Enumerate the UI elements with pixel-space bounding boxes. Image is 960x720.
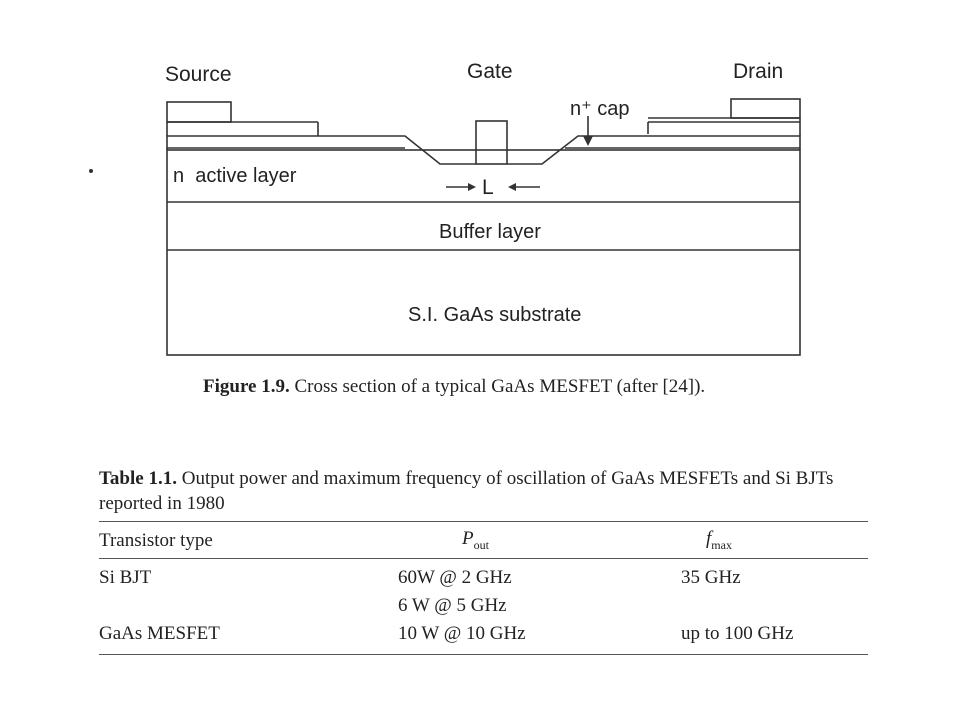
right-cap-layers [507,135,801,165]
table-top-rule [99,521,868,522]
header-pout-symbol: P [462,528,474,549]
row-1-pout: 60W @ 2 GHz [398,567,512,588]
table-header-rule [99,558,868,559]
table-caption: Table 1.1. Output power and maximum freq… [99,466,879,516]
row-1-type: Si BJT [99,567,152,588]
table-bottom-rule [99,654,868,655]
source-contact [166,101,232,123]
length-arrowhead-left [468,183,476,191]
row-3-type: GaAs MESFET [99,623,220,644]
row-2-pout: 6 W @ 5 GHz [398,595,507,616]
mesfet-cross-section-diagram: Source Gate Drain n⁺ cap n active layer … [89,60,801,356]
drain-contact [730,98,801,119]
speck-dot [89,169,93,173]
header-fmax-subscript: max [711,537,732,552]
row-3-fmax: up to 100 GHz [681,623,794,644]
source-label: Source [165,63,232,86]
cap-label: n⁺ cap [570,98,629,120]
active-layer-label: n active layer [173,165,297,187]
gate-length-label: L [482,176,494,199]
header-pout-subscript: out [473,537,489,552]
length-arrowhead-right [508,183,516,191]
header-transistor-type: Transistor type [99,530,213,551]
buffer-layer-label: Buffer layer [439,221,541,243]
figure-caption-text: Cross section of a typical GaAs MESFET (… [289,376,706,397]
header-fmax-symbol: f [706,528,712,549]
gate-label: Gate [467,60,513,83]
gate-contact [475,120,508,165]
header-fmax: fmax [706,528,732,553]
figure-caption: Figure 1.9. Cross section of a typical G… [203,376,705,398]
left-cap-layers [166,135,476,165]
substrate-label: S.I. GaAs substrate [408,304,581,326]
substrate-box [166,149,801,356]
row-3-pout: 10 W @ 10 GHz [398,623,526,644]
row-1-fmax: 35 GHz [681,567,741,588]
header-pout: Pout [462,528,489,553]
table-caption-text: Output power and maximum frequency of os… [99,468,834,514]
table-caption-number: Table 1.1. [99,468,177,489]
drain-label: Drain [733,60,783,83]
cap-arrow-head [583,136,593,146]
figure-caption-number: Figure 1.9. [203,376,290,397]
